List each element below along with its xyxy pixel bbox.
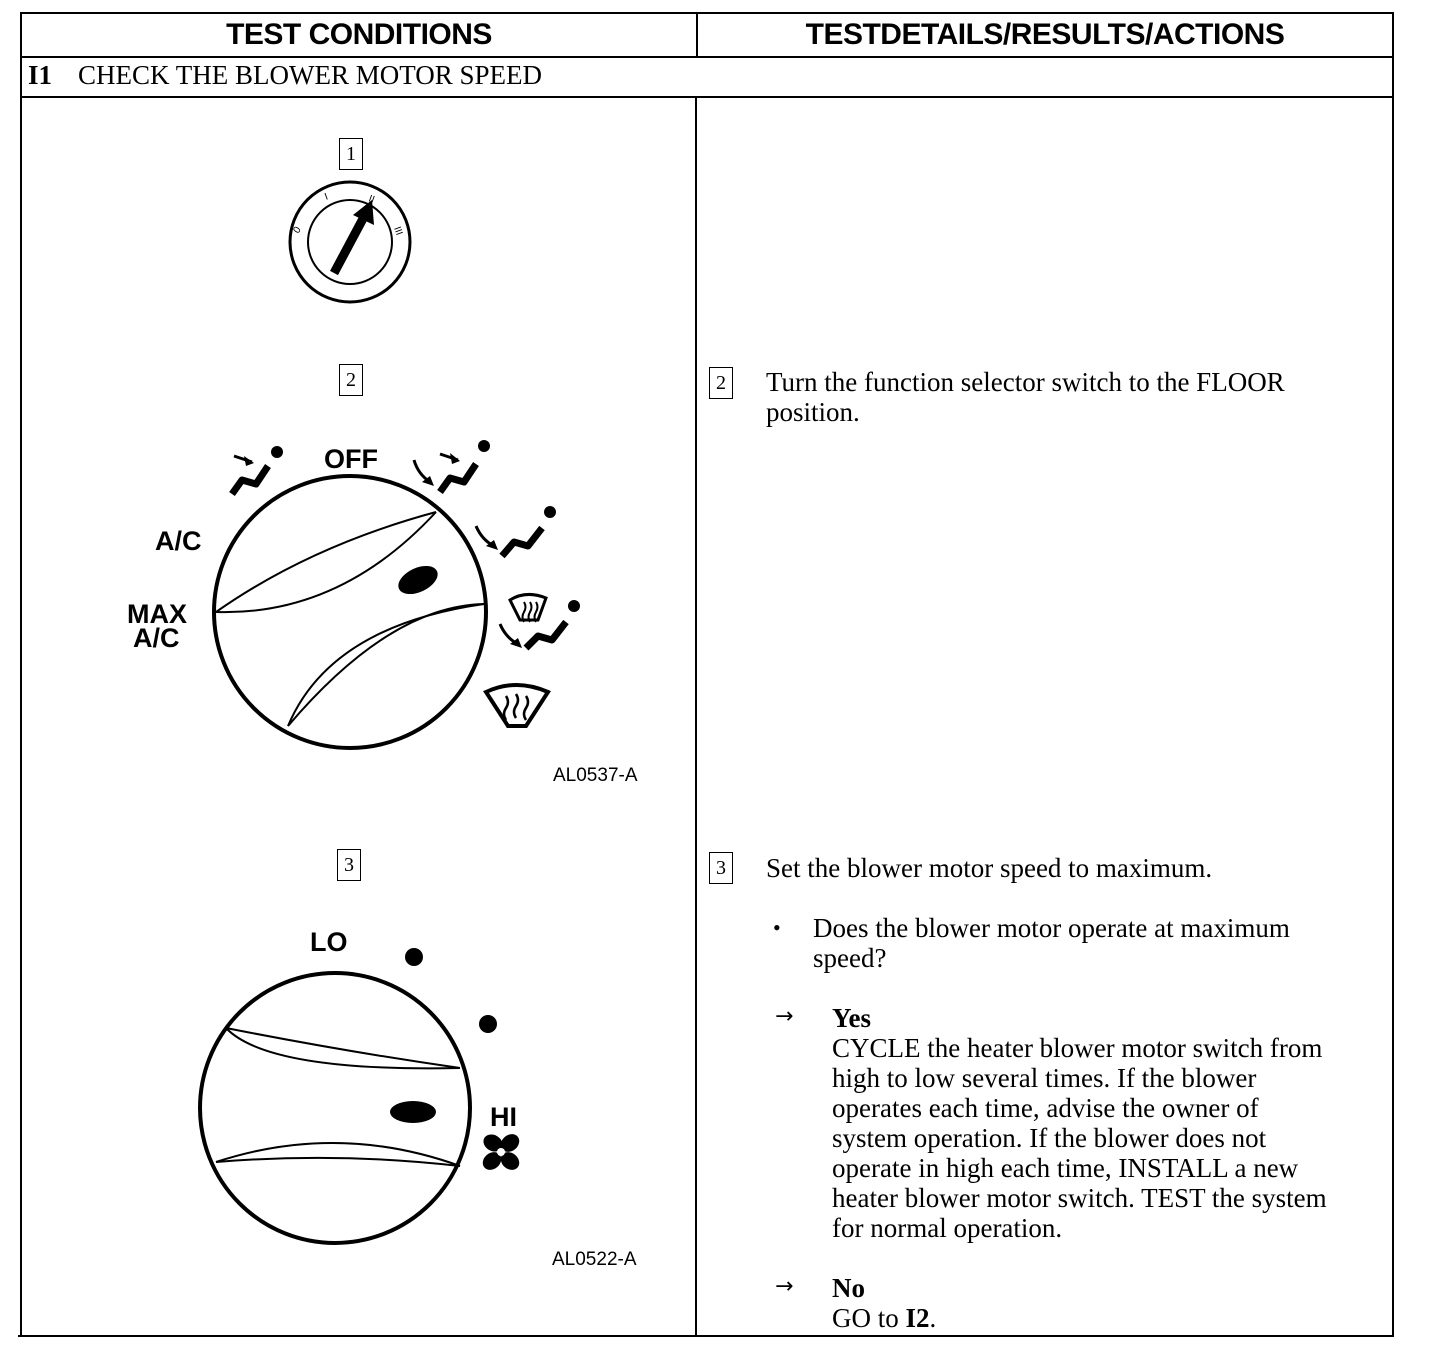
question-line2: speed? (813, 943, 887, 973)
yes-line-4: system operation. If the blower does not (832, 1123, 1267, 1153)
face-floor-vent-icon (412, 440, 490, 495)
yes-line-2: high to low several times. If the blower (832, 1063, 1257, 1093)
no-label: No (832, 1273, 865, 1303)
section-title: I1 CHECK THE BLOWER MOTOR SPEED (28, 60, 542, 91)
function-selector-knob (212, 474, 488, 750)
no-arrow-icon: → (775, 1274, 794, 1299)
figure-id-blower-speed: AL0522-A (552, 1249, 637, 1270)
figure-id-function-selector: AL0537-A (553, 765, 638, 786)
table-border-left (20, 12, 22, 1337)
no-action-target-link[interactable]: I2 (905, 1303, 930, 1333)
right-step-2-number: 2 (709, 367, 733, 399)
yes-line-3: operates each time, advise the owner of (832, 1093, 1259, 1123)
header-divider (20, 56, 1394, 58)
label-off: OFF (324, 444, 378, 474)
ignition-pos-3: III (391, 225, 404, 237)
table-border-top (20, 12, 1394, 14)
yes-line-6: heater blower motor switch. TEST the sys… (832, 1183, 1327, 1213)
left-step-1-number: 1 (339, 138, 363, 170)
blower-speed-knob (198, 971, 472, 1245)
yes-line-5: operate in high each time, INSTALL a new (832, 1153, 1299, 1183)
question-bullet: • (773, 915, 781, 940)
section-code: I1 (28, 60, 53, 90)
speed-dot-2-icon (479, 1015, 497, 1033)
step-2-text-line2: position. (766, 397, 860, 427)
floor-defrost-icon (498, 593, 580, 651)
header-test-conditions: TEST CONDITIONS (226, 18, 492, 51)
step-3-text: Set the blower motor speed to maximum. (766, 853, 1213, 883)
left-step-2-number: 2 (339, 364, 363, 396)
table-border-bottom (18, 1335, 1394, 1337)
no-action-suffix: . (929, 1303, 937, 1333)
label-max: MAX (127, 599, 187, 629)
question-line1: Does the blower motor operate at maximum (813, 913, 1290, 943)
table-border-right (1392, 12, 1394, 1337)
right-step-3-number: 3 (709, 852, 733, 884)
label-lo: LO (310, 927, 348, 957)
no-action-prefix: GO to (832, 1303, 906, 1333)
left-step-3-number: 3 (337, 849, 361, 881)
yes-line-1: CYCLE the heater blower motor switch fro… (832, 1033, 1323, 1063)
column-divider (695, 96, 697, 1336)
step-2-text-line1: Turn the function selector switch to the… (766, 367, 1285, 397)
section-divider (20, 96, 1394, 98)
yes-arrow-icon: → (775, 1004, 794, 1029)
yes-label: Yes (832, 1003, 871, 1033)
label-ac: A/C (155, 526, 202, 556)
section-title-text: CHECK THE BLOWER MOTOR SPEED (78, 60, 543, 90)
label-max-ac: A/C (133, 623, 180, 653)
yes-line-7: for normal operation. (832, 1213, 1063, 1243)
face-vent-icon (229, 446, 283, 497)
fan-icon (482, 1134, 520, 1170)
speed-dot-1-icon (405, 948, 423, 966)
no-action: GO to I2. (832, 1303, 936, 1333)
defrost-icon (483, 683, 551, 728)
label-hi: HI (490, 1102, 517, 1132)
ignition-pos-2: II (367, 193, 376, 205)
column-divider-header (696, 12, 698, 57)
ignition-switch-figure: 0 I II III (288, 180, 412, 304)
ignition-pos-1: I (323, 192, 329, 203)
floor-vent-icon (474, 506, 556, 559)
ignition-pos-0: 0 (291, 224, 303, 235)
header-test-details: TESTDETAILS/RESULTS/ACTIONS (805, 18, 1285, 51)
